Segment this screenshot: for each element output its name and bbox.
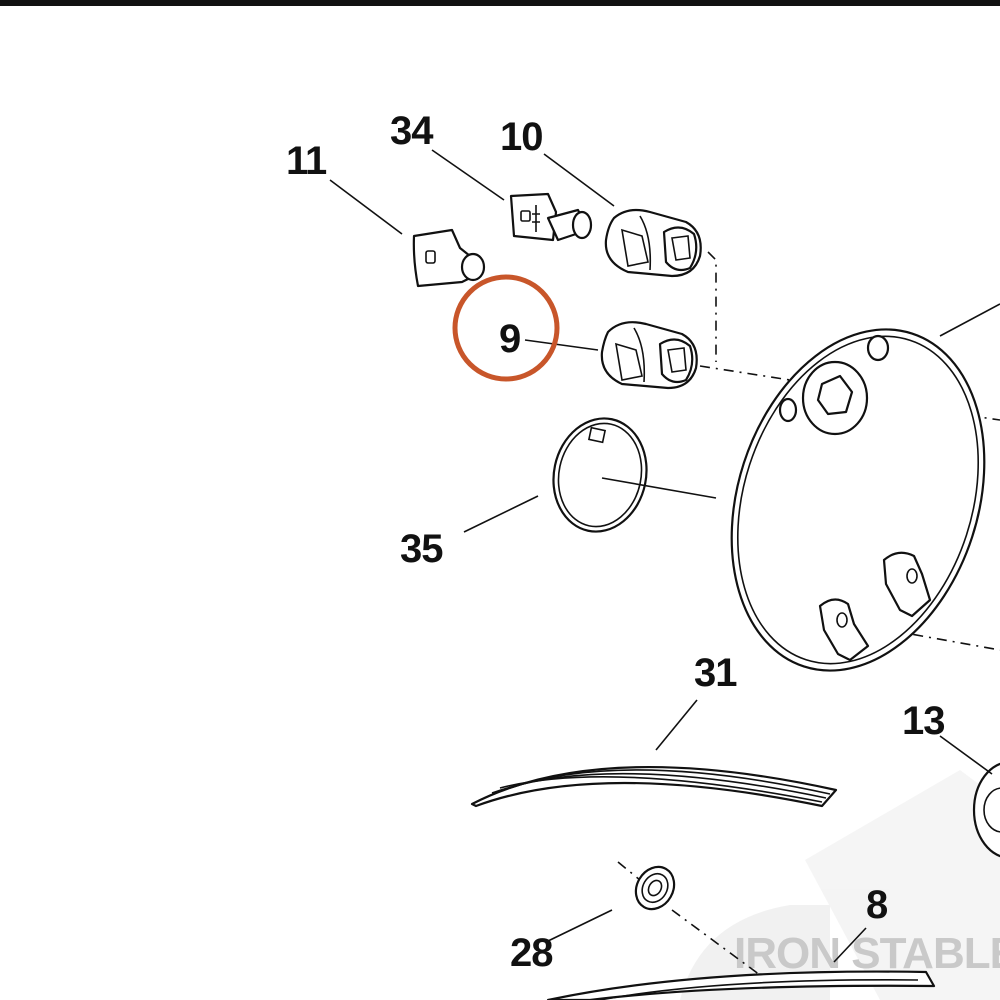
- callout-31: 31: [694, 651, 737, 695]
- leader-28: [545, 909, 613, 943]
- callout-8: 8: [866, 883, 888, 927]
- part-35-gasket: [552, 417, 648, 533]
- leader-35: [463, 495, 539, 533]
- leader-lines: [329, 149, 1000, 963]
- top-border: [0, 0, 1000, 6]
- centerline-9: [699, 365, 791, 381]
- centerline-10: [707, 251, 717, 362]
- leader-31: [655, 699, 698, 751]
- leader-34: [431, 149, 505, 201]
- leader-9: [524, 339, 599, 351]
- part-28-grommet: [634, 865, 676, 911]
- part-10-lock-cylinder: [604, 208, 702, 278]
- centerline-28-top: [617, 861, 641, 881]
- callout-35: 35: [400, 527, 443, 571]
- callout-10: 10: [500, 115, 543, 159]
- watermark-shape-right: [805, 770, 1000, 1000]
- door-panel: [730, 328, 986, 672]
- leader-door-right: [939, 303, 1000, 337]
- leader-8: [833, 927, 867, 963]
- callout-34: 34: [390, 109, 434, 153]
- part-9-lock-cylinder: [600, 321, 698, 390]
- leader-gasket-door: [601, 477, 717, 499]
- centerline-latch: [865, 625, 1000, 651]
- callout-11: 11: [286, 139, 327, 183]
- centerline-28-bottom: [671, 909, 761, 976]
- part-11-key: [412, 228, 486, 288]
- watermark-text: IRON STABLE: [734, 929, 1000, 978]
- part-13-knob: [972, 762, 1000, 858]
- leader-10: [543, 153, 615, 207]
- callout-28: 28: [510, 931, 553, 975]
- callout-9: 9: [499, 317, 520, 361]
- leader-11: [329, 179, 403, 235]
- highlight-ring: [452, 274, 560, 382]
- leader-13: [939, 735, 993, 775]
- callout-13: 13: [902, 699, 945, 743]
- part-31-trim-strip: [470, 765, 838, 808]
- part-34-key: [509, 192, 593, 242]
- part-8-panel: [546, 970, 936, 1000]
